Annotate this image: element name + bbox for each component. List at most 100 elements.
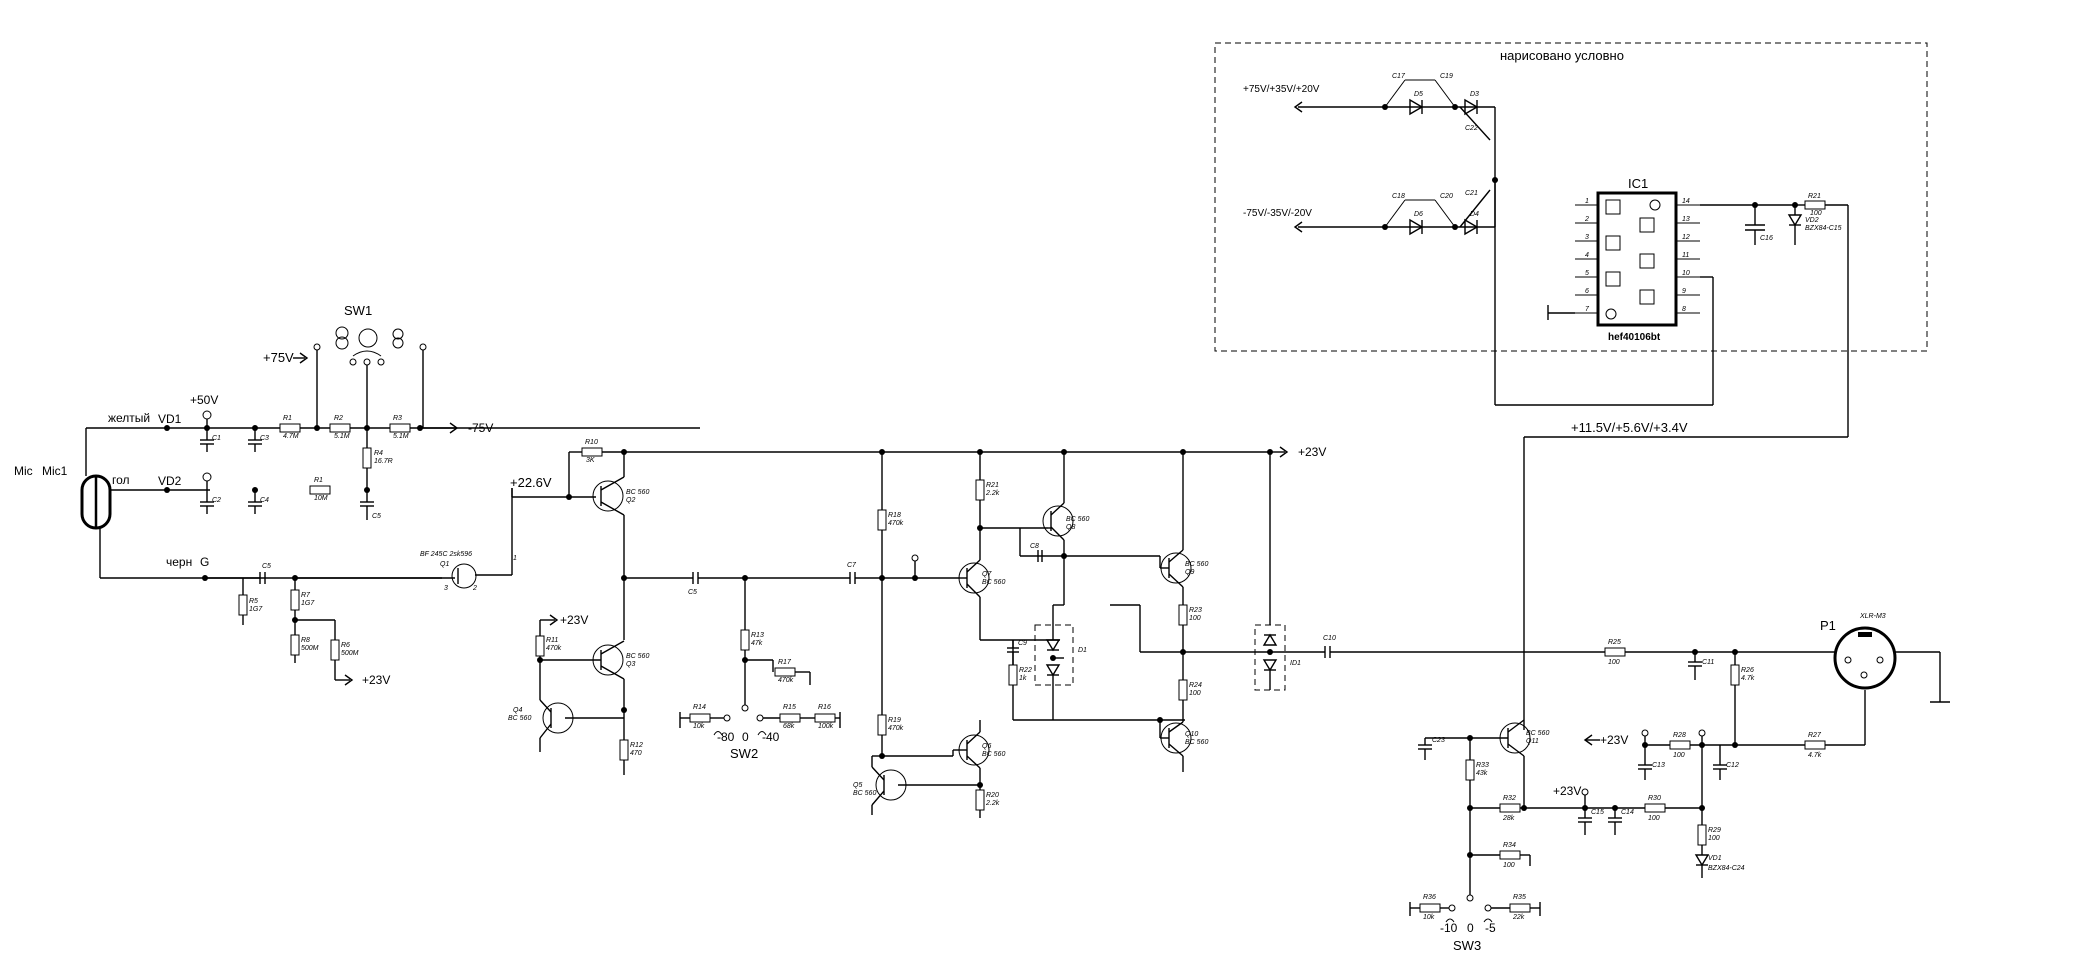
- svg-text:VD2: VD2: [1805, 217, 1819, 224]
- svg-text:C15: C15: [1591, 809, 1604, 816]
- xlr-connector: P1 XLR-M3: [1820, 613, 1950, 703]
- svg-text:BC 560: BC 560: [1066, 516, 1089, 523]
- svg-text:R28: R28: [1673, 732, 1686, 739]
- svg-text:+75V: +75V: [263, 350, 294, 365]
- svg-text:VD2: VD2: [158, 474, 182, 488]
- svg-text:-80: -80: [717, 730, 735, 744]
- svg-text:C18: C18: [1392, 193, 1405, 200]
- svg-text:Q9: Q9: [1185, 569, 1194, 576]
- svg-text:C21: C21: [1465, 190, 1478, 197]
- svg-text:R1: R1: [283, 415, 292, 422]
- svg-text:100k: 100k: [818, 723, 834, 730]
- svg-text:R14: R14: [693, 704, 706, 711]
- svg-text:R34: R34: [1503, 842, 1516, 849]
- svg-text:47k: 47k: [751, 640, 763, 647]
- svg-text:10M: 10M: [314, 495, 328, 502]
- svg-text:470k: 470k: [888, 520, 904, 527]
- svg-text:C2: C2: [212, 497, 221, 504]
- svg-text:R7: R7: [301, 592, 311, 599]
- svg-text:14: 14: [1682, 198, 1690, 205]
- svg-text:2.2k: 2.2k: [985, 490, 1000, 497]
- svg-text:C19: C19: [1440, 73, 1453, 80]
- svg-text:SW2: SW2: [730, 746, 758, 761]
- svg-text:2.2k: 2.2k: [985, 800, 1000, 807]
- svg-text:500M: 500M: [301, 645, 319, 652]
- svg-text:4.7M: 4.7M: [283, 433, 299, 440]
- svg-text:IC1: IC1: [1628, 176, 1648, 191]
- svg-text:C22: C22: [1465, 125, 1478, 132]
- svg-text:10: 10: [1682, 270, 1690, 277]
- svg-text:C4: C4: [260, 497, 269, 504]
- polarization-supply: +50V C1 C3 C2 C4 C5 R14.7M R25.1M R35.1M…: [190, 393, 493, 520]
- svg-text:12: 12: [1682, 234, 1690, 241]
- svg-text:13: 13: [1682, 216, 1690, 223]
- svg-text:hef40106bt: hef40106bt: [1608, 332, 1661, 343]
- svg-text:C17: C17: [1392, 73, 1406, 80]
- svg-text:5: 5: [1585, 270, 1589, 277]
- svg-text:VD1: VD1: [1708, 855, 1722, 862]
- svg-text:100: 100: [1608, 659, 1620, 666]
- svg-text:D4: D4: [1470, 211, 1479, 218]
- microphone: Mic Mic1 желтый гол черн VD1 VD2 G: [14, 411, 700, 581]
- svg-text:BF 245C 2sk596: BF 245C 2sk596: [420, 551, 472, 558]
- svg-text:R32: R32: [1503, 795, 1516, 802]
- svg-text:R5: R5: [249, 598, 258, 605]
- svg-text:68k: 68k: [783, 723, 795, 730]
- svg-text:R35: R35: [1513, 894, 1526, 901]
- svg-text:BC 560: BC 560: [1185, 561, 1208, 568]
- svg-text:BC 560: BC 560: [508, 715, 531, 722]
- svg-text:SW1: SW1: [344, 303, 372, 318]
- svg-text:R20: R20: [986, 792, 999, 799]
- svg-text:+11.5V/+5.6V/+3.4V: +11.5V/+5.6V/+3.4V: [1571, 420, 1688, 435]
- multiplier-diodes: D5 D3 D6 D4 C17 C19 C18 C20 C22 C21: [1382, 73, 1498, 405]
- svg-text:1G7: 1G7: [301, 600, 315, 607]
- svg-text:R24: R24: [1189, 682, 1202, 689]
- svg-text:Q5: Q5: [853, 782, 862, 789]
- svg-text:1: 1: [1585, 198, 1589, 205]
- svg-text:2: 2: [1584, 216, 1589, 223]
- svg-text:+23V: +23V: [1298, 445, 1326, 459]
- svg-text:R16: R16: [818, 704, 831, 711]
- svg-text:4.7k: 4.7k: [1741, 675, 1755, 682]
- svg-text:C7: C7: [847, 562, 857, 569]
- svg-text:100: 100: [1810, 210, 1822, 217]
- svg-text:C8: C8: [1030, 543, 1039, 550]
- svg-text:R19: R19: [888, 717, 901, 724]
- multiplier-section-border: [1214, 42, 1928, 352]
- svg-text:100: 100: [1708, 835, 1720, 842]
- svg-text:10k: 10k: [693, 723, 705, 730]
- svg-text:C5: C5: [688, 589, 697, 596]
- svg-text:R33: R33: [1476, 762, 1489, 769]
- svg-text:+75V/+35V/+20V: +75V/+35V/+20V: [1243, 84, 1320, 95]
- svg-text:0: 0: [742, 730, 749, 744]
- svg-text:R21: R21: [986, 482, 999, 489]
- plus23-rail: +23V ID1: [1254, 445, 1326, 691]
- svg-text:+23V: +23V: [1600, 733, 1628, 747]
- svg-text:C16: C16: [1760, 235, 1773, 242]
- svg-text:C10: C10: [1323, 635, 1336, 642]
- svg-text:1: 1: [513, 555, 517, 562]
- svg-text:D3: D3: [1470, 91, 1479, 98]
- svg-text:16.7R: 16.7R: [374, 458, 393, 465]
- svg-text:BZX84-C15: BZX84-C15: [1805, 225, 1842, 232]
- ic-supply: C16 VD2 BZX84-C15 R21 100: [1495, 193, 1849, 437]
- sw1-pattern-switch: SW1 +75V: [263, 303, 427, 428]
- svg-text:+23V: +23V: [1553, 784, 1581, 798]
- svg-text:9: 9: [1682, 288, 1686, 295]
- svg-text:5.1M: 5.1M: [393, 433, 409, 440]
- svg-text:R15: R15: [783, 704, 796, 711]
- svg-text:R8: R8: [301, 637, 310, 644]
- svg-text:гол: гол: [112, 473, 130, 487]
- svg-text:C12: C12: [1726, 762, 1739, 769]
- svg-text:7: 7: [1585, 306, 1590, 313]
- svg-text:+50V: +50V: [190, 393, 218, 407]
- svg-text:BC 560: BC 560: [1526, 730, 1549, 737]
- svg-text:R10: R10: [585, 439, 598, 446]
- svg-text:BC 560: BC 560: [982, 579, 1005, 586]
- svg-text:470k: 470k: [546, 645, 562, 652]
- svg-text:+23V: +23V: [362, 673, 390, 687]
- svg-text:470k: 470k: [778, 677, 794, 684]
- svg-text:Q6: Q6: [982, 743, 991, 750]
